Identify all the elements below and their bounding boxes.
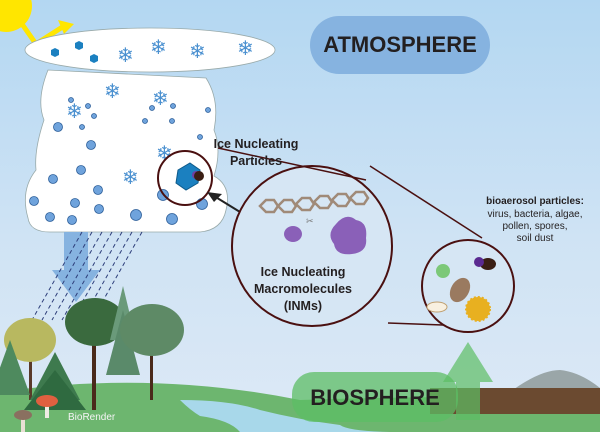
protein-icon (284, 226, 302, 242)
tree-icon (0, 340, 30, 395)
droplet-icon (94, 204, 104, 214)
pollen-icon (465, 296, 491, 322)
snowflake-icon: ❄ (122, 165, 139, 189)
snowflake-icon: ❄ (152, 86, 169, 110)
droplet-icon (130, 209, 142, 221)
soil-dust-icon (449, 277, 471, 303)
connector-line (217, 147, 367, 181)
droplet-icon (76, 165, 86, 175)
droplet-icon (53, 122, 63, 132)
up-arrow-icon (443, 342, 493, 420)
down-arrow-icon (52, 232, 100, 302)
ice-crystal-group (51, 41, 98, 63)
connector-line (369, 165, 483, 239)
snowflake-icon: ❄ (189, 39, 206, 63)
cloud (24, 27, 276, 233)
ice-crystal-icon (51, 48, 59, 57)
bioaerosol-title: bioaerosol particles: (486, 196, 584, 207)
brand-watermark: BioRender (68, 412, 116, 423)
arrow-icon (207, 192, 241, 213)
mushroom-icon (14, 410, 32, 432)
inm-label: Ice Nucleating Macromolecules (INMs) (254, 265, 352, 313)
snowflake-icon: ❄ (66, 99, 83, 123)
precipitation (31, 231, 143, 321)
tree-icon (65, 298, 125, 410)
droplet-icon (85, 103, 91, 109)
bacteria-icon (426, 301, 448, 313)
droplet-icon (170, 103, 176, 109)
tree-icon (4, 318, 56, 400)
droplet-icon (68, 97, 74, 103)
snowflake-icon: ❄ (117, 43, 134, 67)
droplet-icon (93, 185, 103, 195)
inm-zoom-circle: ✂ (231, 165, 393, 327)
tree-icon (120, 304, 184, 400)
algae-icon (436, 264, 450, 278)
bioaerosol-zoom-circle (421, 239, 515, 333)
forest (0, 286, 184, 410)
hexagon-chain-icon (258, 190, 370, 214)
mushroom-icon (36, 395, 58, 418)
bioaerosol-list: virus, bacteria, algae, pollen, spores, … (487, 209, 583, 244)
droplet-icon (142, 118, 148, 124)
spore-icon (480, 258, 496, 270)
snowflake-icon: ❄ (237, 36, 254, 60)
snowflake-icon: ❄ (104, 79, 121, 103)
droplet-icon (86, 140, 96, 150)
droplet-icon (67, 215, 77, 225)
droplet-icon (205, 107, 211, 113)
ice-crystal-icon (75, 41, 83, 50)
droplet-icon (169, 118, 175, 124)
droplet-icon (149, 105, 155, 111)
protein-icon (330, 216, 367, 255)
river (180, 400, 400, 432)
droplet-icon (48, 174, 58, 184)
ice-nucleating-particle-zoom (157, 150, 213, 206)
droplet-icon (91, 113, 97, 119)
ice-crystal-icon (90, 54, 98, 63)
droplet-icon (197, 134, 203, 140)
snowflake-group: ❄ ❄ ❄ ❄ ❄ ❄ ❄ ❄ ❄ (66, 35, 254, 189)
droplet-group (29, 97, 211, 225)
snowflake-icon: ❄ (156, 141, 173, 165)
biosphere-label: BIOSPHERE (292, 372, 458, 422)
ice-nucleating-particles-label: Ice Nucleating Particles (213, 137, 299, 168)
snowflake-icon: ❄ (150, 35, 167, 59)
scissors-icon: ✂ (306, 216, 314, 226)
droplet-icon (45, 212, 55, 222)
droplet-icon (166, 213, 178, 225)
atmosphere-label: ATMOSPHERE (310, 16, 490, 74)
droplet-icon (29, 196, 39, 206)
droplet-icon (70, 198, 80, 208)
droplet-icon (79, 124, 85, 130)
